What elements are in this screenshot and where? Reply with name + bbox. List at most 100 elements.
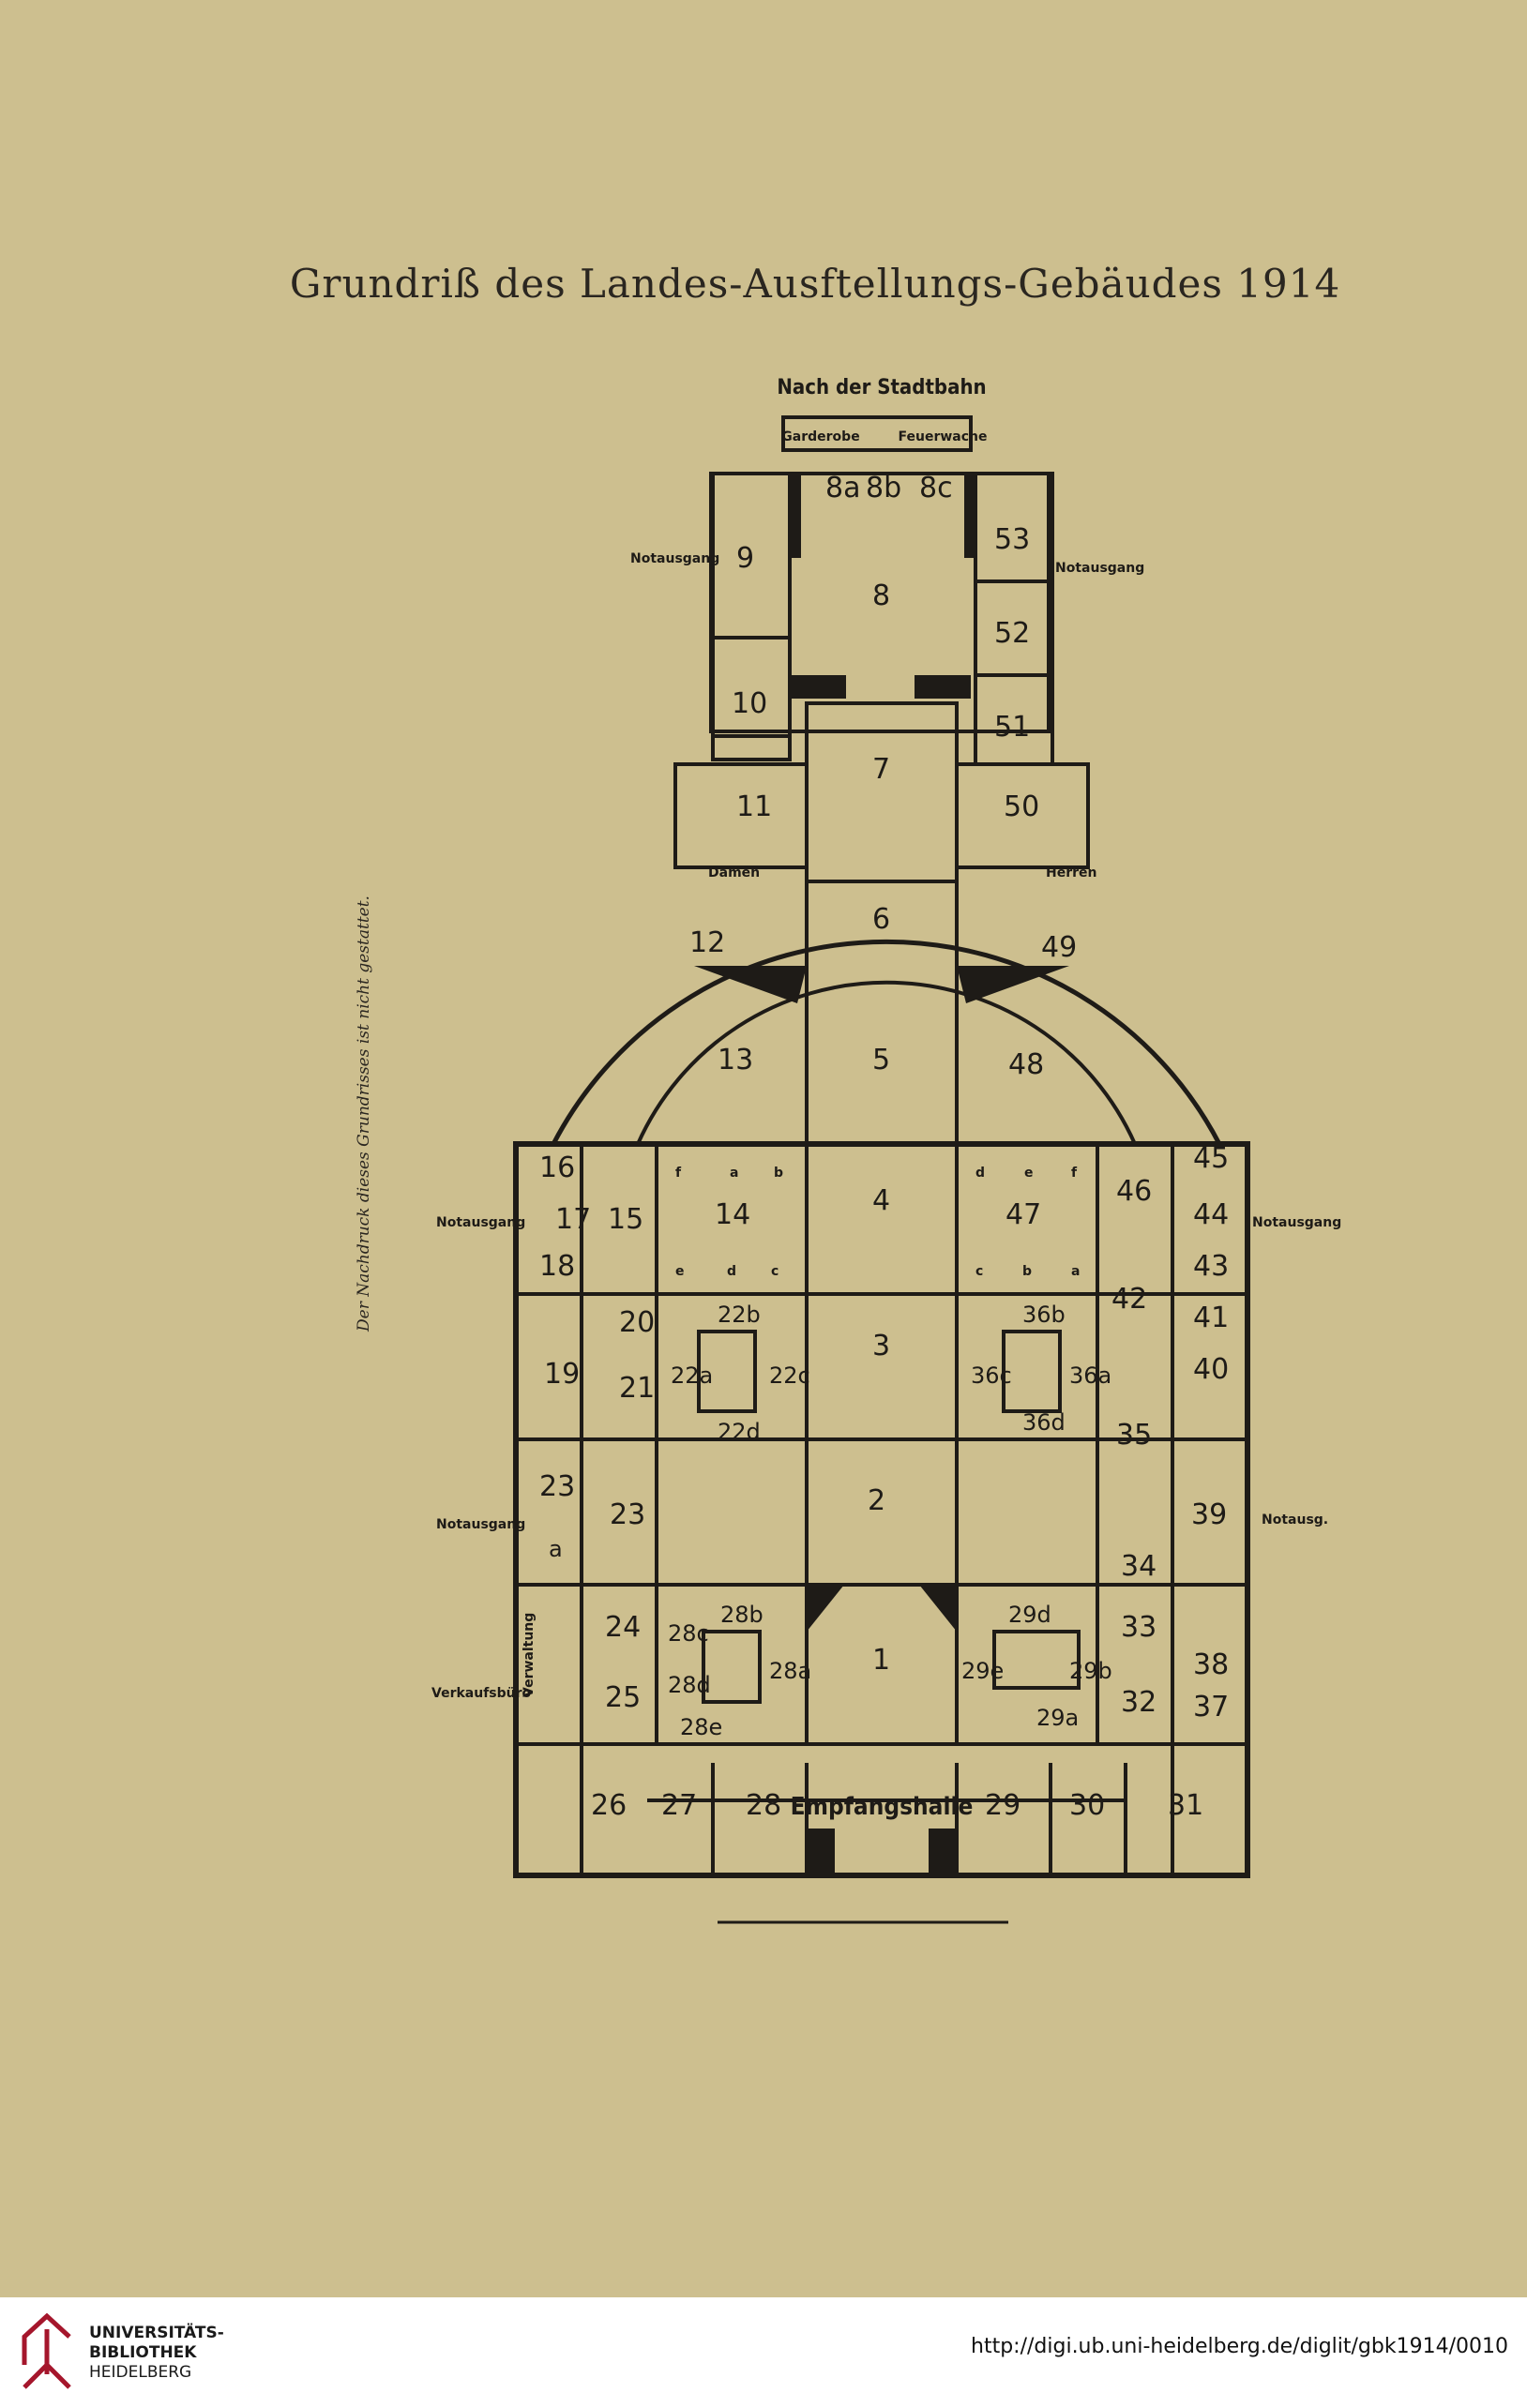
room-number: e <box>675 1264 685 1279</box>
scanned-page <box>0 0 1527 2297</box>
room-number: 38 <box>1193 1648 1229 1681</box>
room-number: 36a <box>1069 1362 1111 1389</box>
herren-label: Herren <box>1046 865 1096 880</box>
room-number: 8b <box>866 472 901 504</box>
room-number: 9 <box>736 542 754 575</box>
room-number: 14 <box>715 1198 750 1231</box>
room-number: 23 <box>539 1470 575 1503</box>
room-number: 29b <box>1069 1658 1112 1684</box>
room-number: 28b <box>720 1602 764 1628</box>
page-title: Grundriß des Landes-Ausftellungs-Gebäude… <box>289 261 1341 307</box>
top-label: Nach der Stadtbahn <box>777 376 986 399</box>
room-number: 41 <box>1193 1302 1229 1334</box>
room-number: 28 <box>746 1789 781 1822</box>
room-number: 36b <box>1022 1302 1066 1328</box>
room-number: 15 <box>608 1203 643 1236</box>
room-number: 32 <box>1121 1686 1157 1719</box>
exit-label: Notausg. <box>1262 1513 1328 1528</box>
room-number: 20 <box>619 1306 655 1339</box>
room-number: 37 <box>1193 1691 1229 1723</box>
room-number: 19 <box>544 1358 580 1391</box>
room-number: 7 <box>872 753 890 786</box>
room-number: 8 <box>872 579 890 612</box>
room-number: d <box>975 1166 985 1181</box>
room-number: 43 <box>1193 1250 1229 1283</box>
room-number: 27 <box>661 1789 697 1822</box>
room-number: 12 <box>689 926 725 959</box>
room-number: 6 <box>872 903 890 936</box>
room-number: a <box>730 1166 738 1181</box>
room-number: 29 <box>985 1789 1021 1822</box>
library-logo-icon <box>22 2312 71 2389</box>
room-number: b <box>1022 1264 1032 1279</box>
room-number: 11 <box>736 790 772 823</box>
room-number: 17 <box>555 1203 591 1236</box>
room-number: 25 <box>605 1681 641 1714</box>
room-number: 24 <box>605 1611 641 1644</box>
garderobe-label: Garderobe <box>781 429 859 444</box>
room-number: 44 <box>1193 1198 1229 1231</box>
room-number: 26 <box>591 1789 627 1822</box>
room-number: 5 <box>872 1044 890 1076</box>
room-number: 28d <box>668 1672 711 1698</box>
room-number: 22d <box>718 1419 761 1445</box>
room-number: 28c <box>668 1620 709 1647</box>
room-number: 22c <box>769 1362 810 1389</box>
room-number: 10 <box>732 687 767 720</box>
room-number: 23 <box>610 1498 645 1531</box>
damen-label: Damen <box>708 865 760 880</box>
room-number: 50 <box>1004 790 1039 823</box>
room-number: 34 <box>1121 1550 1157 1583</box>
room-number: d <box>727 1264 736 1279</box>
room-number: c <box>975 1264 983 1279</box>
exit-label: Notausgang <box>630 551 719 566</box>
library-name: UNIVERSITÄTS- BIBLIOTHEK HEIDELBERG <box>89 2324 224 2382</box>
floor-plan: Nach der Stadtbahn Garderobe Feuerwache … <box>431 376 1341 1924</box>
room-number: f <box>675 1166 682 1181</box>
room-number: 45 <box>1193 1142 1229 1175</box>
exit-label: Notausgang <box>436 1215 525 1230</box>
room-number: 8c <box>919 472 953 504</box>
room-number: 29d <box>1008 1602 1051 1628</box>
room-number: e <box>1024 1166 1034 1181</box>
room-number: 28a <box>769 1658 811 1684</box>
room-number: 18 <box>539 1250 575 1283</box>
room-number: 47 <box>1005 1198 1041 1231</box>
room-number: 2 <box>868 1484 885 1517</box>
room-number: 30 <box>1069 1789 1105 1822</box>
room-number: 28e <box>680 1714 722 1740</box>
room-number: b <box>774 1166 783 1181</box>
room-number: 51 <box>994 711 1030 744</box>
room-number: 22a <box>671 1362 713 1389</box>
room-number: 29a <box>1036 1705 1079 1731</box>
room-number: f <box>1071 1166 1078 1181</box>
room-number: 36d <box>1022 1409 1066 1436</box>
room-number: 4 <box>872 1184 890 1217</box>
room-number: 42 <box>1111 1283 1147 1316</box>
room-number: 46 <box>1116 1175 1152 1208</box>
room-number: 3 <box>872 1330 890 1362</box>
room-number: 31 <box>1168 1789 1203 1822</box>
room-number: 35 <box>1116 1419 1152 1452</box>
entrance-label: Empfangshalle <box>791 1793 974 1821</box>
room-number: c <box>771 1264 779 1279</box>
source-url-link[interactable]: http://digi.ub.uni-heidelberg.de/diglit/… <box>971 2335 1508 2358</box>
exit-label: Notausgang <box>436 1517 525 1532</box>
room-number: 53 <box>994 523 1030 556</box>
room-number: a <box>549 1536 563 1562</box>
room-number: 39 <box>1191 1498 1227 1531</box>
footer-bar: UNIVERSITÄTS- BIBLIOTHEK HEIDELBERG http… <box>0 2297 1527 2408</box>
room-number: 21 <box>619 1372 655 1405</box>
room-number: 22b <box>718 1302 761 1328</box>
room-number: 8a <box>825 472 860 504</box>
room-number: 13 <box>718 1044 753 1076</box>
exit-label: Notausgang <box>1055 561 1144 576</box>
exit-label: Notausgang <box>1252 1215 1341 1230</box>
room-number: 52 <box>994 617 1030 650</box>
feuerwache-label: Feuerwache <box>899 429 988 444</box>
room-number: 33 <box>1121 1611 1157 1644</box>
room-number: 49 <box>1041 931 1077 964</box>
room-number: 1 <box>872 1644 890 1677</box>
room-numbers: 8a 8b 8c 8 9 10 11 7 6 5 4 3 2 1 53 52 5… <box>539 472 1229 1822</box>
verwaltung-label: Verwaltung <box>522 1613 537 1697</box>
